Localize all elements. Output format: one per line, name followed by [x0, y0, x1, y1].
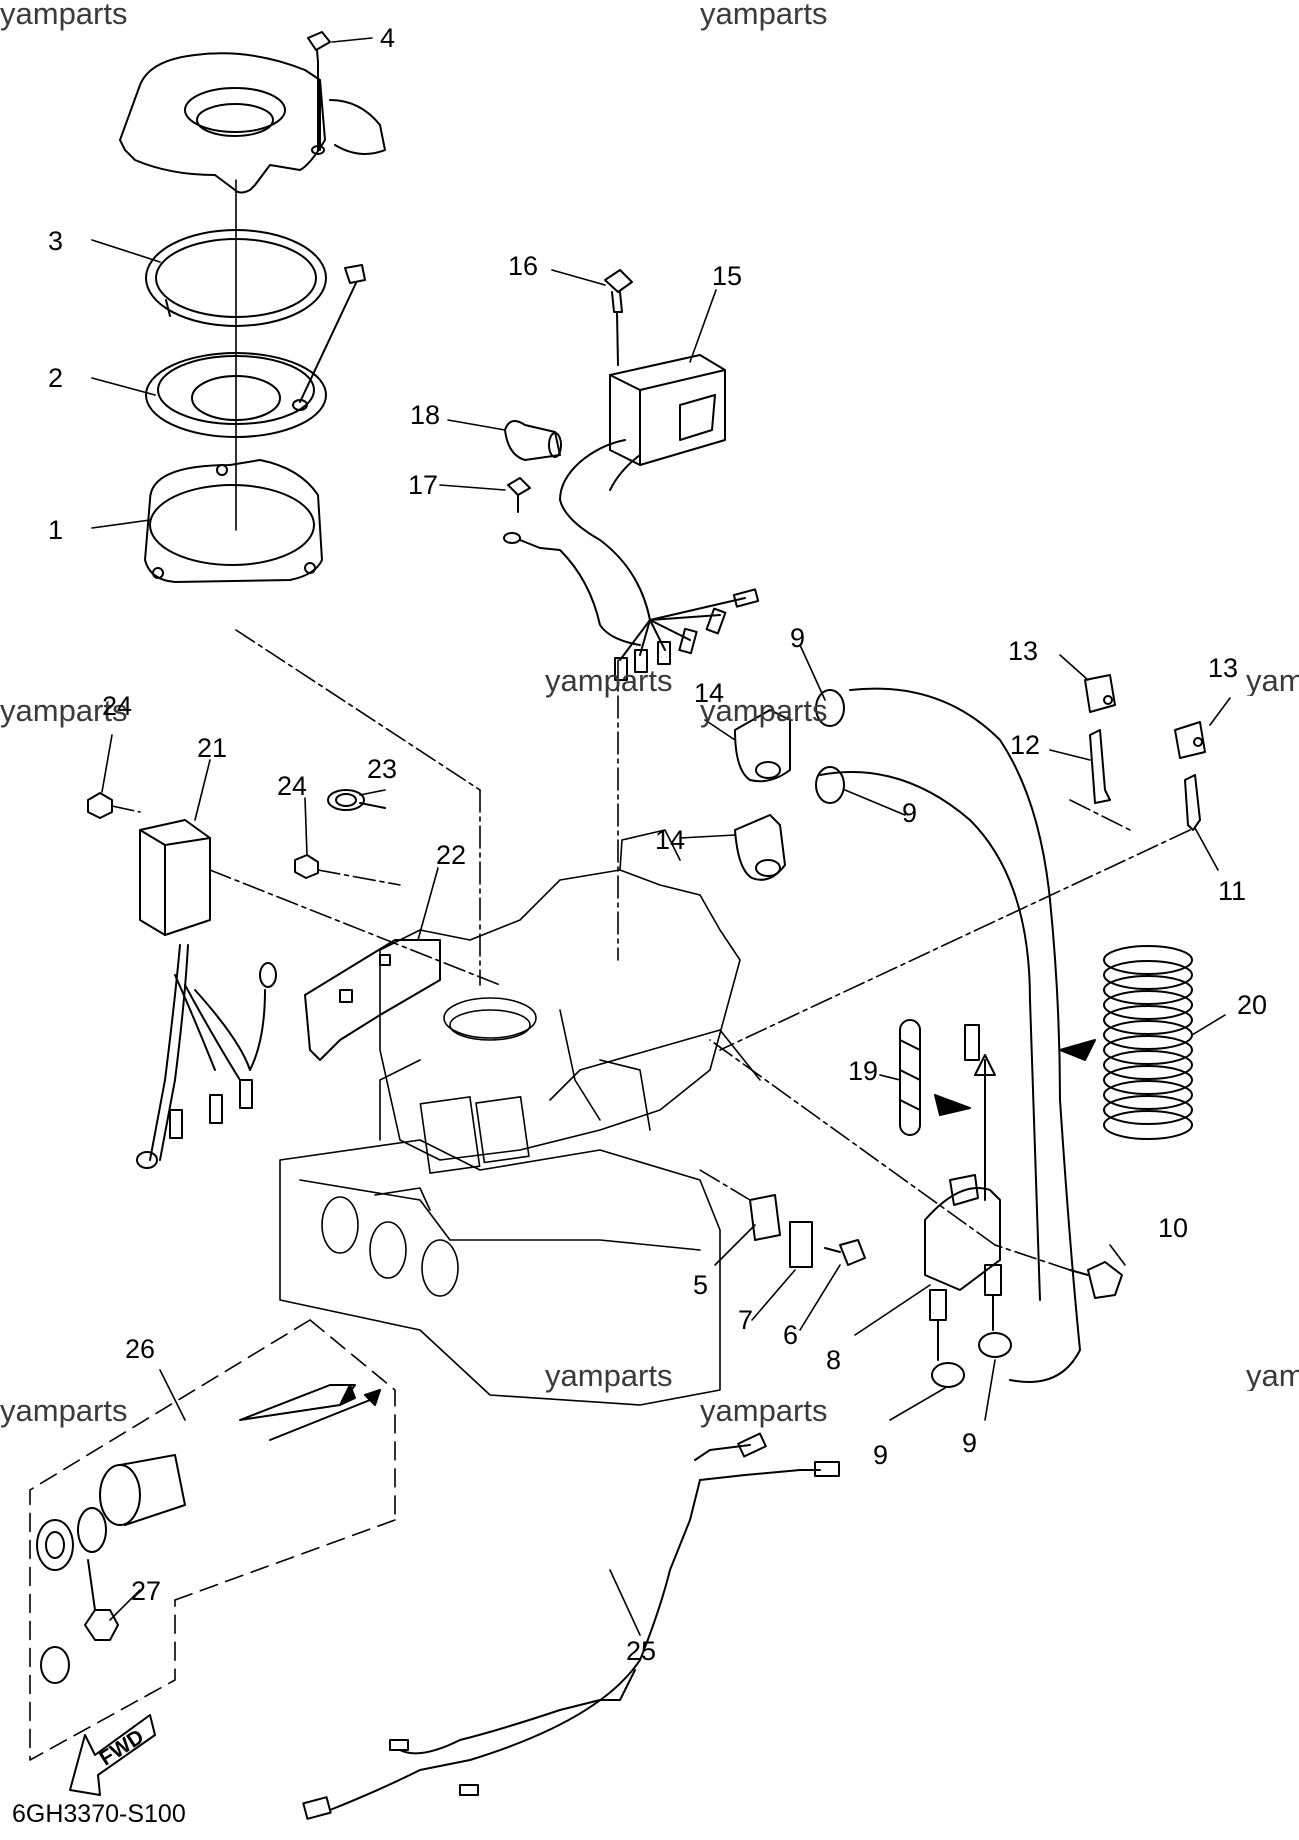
clamp-23	[327, 789, 386, 811]
bolt-16	[604, 269, 633, 366]
holder-13-b	[1174, 721, 1206, 759]
watermark: yamparts	[700, 1393, 828, 1428]
callout-10: 10	[1158, 1213, 1189, 1243]
gasket-1	[144, 459, 323, 583]
callout-20: 20	[1237, 990, 1268, 1020]
callout-21: 21	[197, 733, 228, 763]
watermark: yamparts	[1246, 665, 1299, 696]
callout-6: 6	[783, 1320, 799, 1350]
callout-1: 1	[48, 515, 64, 545]
fwd-arrow-icon	[69, 1714, 156, 1796]
nut-27	[40, 1559, 119, 1684]
grommet-26	[36, 1384, 371, 1571]
watermark: yamparts	[545, 1358, 673, 1393]
bolt-17	[503, 477, 641, 646]
callout-17: 17	[408, 470, 439, 500]
tube-19	[899, 1019, 921, 1136]
callout-19: 19	[848, 1056, 879, 1086]
grommet-9-b	[815, 766, 845, 804]
stator-cover	[119, 52, 386, 194]
callout-13: 13	[1208, 653, 1239, 683]
callout-24: 24	[277, 771, 308, 801]
plug-cap-9	[931, 1332, 1012, 1388]
callout-16: 16	[508, 251, 539, 281]
callout-4: 4	[380, 23, 396, 53]
callout-14: 14	[694, 678, 725, 708]
ignition-coil-8	[924, 1024, 1002, 1361]
watermark: yamparts	[0, 0, 128, 31]
callout-15: 15	[712, 261, 743, 291]
callout-3: 3	[48, 226, 64, 256]
clip-11	[1184, 774, 1201, 831]
watermark: yamparts	[545, 663, 673, 698]
bolt-10	[709, 1039, 1123, 1299]
screw-24-right	[294, 854, 319, 879]
watermark: yamparts	[1246, 1360, 1299, 1391]
callout-9: 9	[902, 798, 918, 828]
callout-14: 14	[655, 825, 686, 855]
high-tension-cords	[819, 687, 1081, 1383]
clip-5	[699, 1169, 781, 1241]
callout-18: 18	[410, 400, 441, 430]
wire-harness-25	[302, 1432, 840, 1820]
watermark-text: yamparts	[1246, 1360, 1299, 1391]
callout-5: 5	[693, 1270, 709, 1300]
watermark-text: yamparts	[1246, 665, 1299, 696]
watermark: yamparts	[0, 1393, 128, 1428]
watermark: yamparts	[700, 693, 828, 728]
part-code: 6GH3370-S100	[12, 1800, 186, 1828]
cdi-unit-15	[559, 354, 760, 681]
plug-cap-14-lower	[734, 814, 786, 881]
callout-13: 13	[1008, 636, 1039, 666]
callout-2: 2	[48, 363, 64, 393]
callout-7: 7	[738, 1305, 754, 1335]
callout-23: 23	[367, 754, 398, 784]
callout-8: 8	[826, 1345, 842, 1375]
callout-24: 24	[102, 691, 133, 721]
watermark: yamparts	[0, 693, 128, 728]
callout-12: 12	[1010, 730, 1041, 760]
callout-9: 9	[962, 1428, 978, 1458]
plug-cap-14-upper	[734, 709, 791, 783]
callout-27: 27	[131, 1576, 162, 1606]
callout-25: 25	[626, 1636, 657, 1666]
bracket-22	[304, 939, 441, 1061]
callout-9: 9	[873, 1440, 889, 1470]
watermark: yamparts	[700, 0, 828, 31]
holder-13-a	[1084, 674, 1116, 713]
cap-18	[504, 420, 562, 461]
screw-24-left	[87, 792, 141, 819]
corrugated-tube-20	[1103, 945, 1193, 1140]
power-head-block	[279, 829, 761, 1406]
screw-4	[307, 31, 331, 155]
grommet-9-a	[815, 689, 845, 727]
clip-12	[1089, 729, 1111, 804]
callout-22: 22	[436, 840, 467, 870]
callout-9: 9	[790, 623, 806, 653]
stator-plate-2	[145, 264, 366, 438]
callout-26: 26	[125, 1334, 156, 1364]
rectifier-21	[136, 819, 277, 1169]
screw-6	[824, 1239, 866, 1266]
callout-11: 11	[1218, 876, 1247, 906]
block-7	[789, 1221, 813, 1268]
